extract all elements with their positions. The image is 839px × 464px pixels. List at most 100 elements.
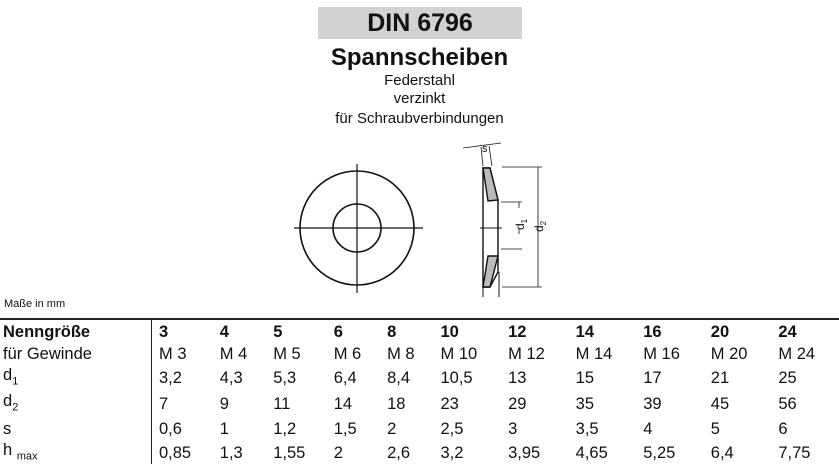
row-label: d2 bbox=[0, 391, 152, 418]
table-cell: 7 bbox=[159, 395, 169, 414]
table-cell: 25 bbox=[778, 369, 797, 388]
table-cell: 2,5 bbox=[440, 419, 464, 438]
table-cell: 8,4 bbox=[387, 369, 411, 388]
table-cell: M 3 bbox=[159, 345, 187, 363]
washer-drawing: s d1 d2 bbox=[294, 142, 548, 297]
table-cell: 2,6 bbox=[387, 443, 411, 462]
table-cell: 3,2 bbox=[159, 369, 182, 388]
table-cell: 14 bbox=[575, 322, 594, 341]
row-label-text: für Gewinde bbox=[3, 345, 92, 363]
material-line: Federstahl bbox=[384, 72, 455, 89]
table-cell: M 16 bbox=[643, 345, 680, 363]
row-label: für Gewinde bbox=[0, 343, 152, 365]
finish-line: verzinkt bbox=[393, 90, 446, 107]
usage-line: für Schraubverbindungen bbox=[335, 110, 504, 127]
row-label-text: d bbox=[3, 366, 13, 384]
table-cell: 4 bbox=[643, 419, 653, 438]
table-cell: 8 bbox=[387, 322, 397, 341]
table-cell: 3,2 bbox=[440, 443, 464, 462]
table-cell: 1,3 bbox=[219, 443, 243, 462]
table-cell: 1,2 bbox=[273, 419, 297, 438]
table-cell: 11 bbox=[273, 395, 291, 414]
table-cell: 3 bbox=[159, 322, 169, 341]
product-title: Spannscheiben bbox=[330, 44, 509, 71]
washer-side-view bbox=[462, 142, 542, 297]
table-cell: 3 bbox=[508, 419, 518, 438]
table-cell: 2 bbox=[333, 443, 343, 462]
table-cell: 20 bbox=[710, 322, 730, 341]
table-cell: 6,4 bbox=[710, 443, 734, 462]
table-cell: 17 bbox=[643, 369, 662, 388]
row-label-subscript: max bbox=[16, 449, 38, 462]
table-cell: 3,5 bbox=[575, 419, 599, 438]
thickness-label-s: s bbox=[482, 143, 488, 155]
units-note: Maße in mm bbox=[4, 298, 66, 310]
washer-front-view bbox=[294, 164, 423, 293]
table-row: s 0,6 1 1,2 1,5 2 2,5 3 3,5 4 5 6 bbox=[0, 417, 839, 440]
table-cell: 29 bbox=[508, 395, 527, 414]
table-cell: 10 bbox=[440, 322, 459, 341]
row-label-subscript: 2 bbox=[12, 401, 19, 414]
table-cell: 2 bbox=[387, 419, 397, 438]
table-cell: 14 bbox=[333, 395, 353, 414]
table-cell: M 12 bbox=[508, 345, 545, 363]
table-cell: 21 bbox=[710, 369, 730, 388]
table-cell: M 6 bbox=[333, 345, 362, 363]
table-cell: 6 bbox=[778, 419, 788, 438]
table-cell: 23 bbox=[440, 395, 459, 414]
table-cell: 15 bbox=[575, 369, 594, 388]
row-label-text: h bbox=[3, 440, 17, 459]
table-cell: 5 bbox=[273, 322, 283, 341]
row-label-subscript: 1 bbox=[12, 375, 19, 388]
table-cell: 13 bbox=[508, 369, 527, 388]
table-cell: 1,55 bbox=[273, 443, 306, 462]
table-cell: M 10 bbox=[440, 345, 478, 363]
table-cell: 4,65 bbox=[575, 443, 608, 462]
table-cell: M 8 bbox=[387, 345, 415, 363]
table-row: Nenngröße 3 4 5 6 8 10 12 14 16 20 24 bbox=[0, 319, 839, 343]
standard-number: DIN 6796 bbox=[318, 7, 522, 39]
table-cell: 18 bbox=[387, 395, 406, 414]
table-cell: 9 bbox=[219, 395, 229, 414]
table-cell: 4,3 bbox=[219, 369, 243, 388]
row-label: Nenngröße bbox=[0, 319, 152, 343]
table-cell: 6 bbox=[333, 322, 343, 341]
outer-diameter-label: d2 bbox=[532, 220, 548, 232]
table-row: d1 3,2 4,3 5,3 6,4 8,4 10,5 13 15 17 21 25 bbox=[0, 365, 839, 392]
table-cell: 45 bbox=[710, 395, 730, 414]
row-label-text: Nenngröße bbox=[3, 322, 91, 341]
table-cell: 6,4 bbox=[333, 369, 357, 388]
table-row: für Gewinde M 3 M 4 M 5 M 6 M 8 M 10 M 12 M 14 M … bbox=[0, 343, 839, 365]
table-cell: M 4 bbox=[219, 345, 248, 363]
table-cell: M 5 bbox=[273, 345, 301, 363]
table-cell: 5,25 bbox=[643, 443, 676, 462]
inner-diameter-label: d1 bbox=[513, 218, 529, 230]
row-label: s bbox=[0, 417, 152, 440]
table-cell: 5 bbox=[710, 419, 720, 438]
table-cell: 0,85 bbox=[159, 443, 192, 462]
table-cell: 0,6 bbox=[159, 419, 182, 438]
table-cell: M 20 bbox=[710, 345, 748, 363]
table-cell: 5,3 bbox=[273, 369, 297, 388]
table-cell: 4 bbox=[219, 322, 229, 341]
row-label-text: d bbox=[3, 392, 13, 411]
table-cell: M 24 bbox=[778, 345, 816, 363]
row-label-text: s bbox=[3, 419, 12, 438]
table-cell: 10,5 bbox=[440, 369, 473, 388]
row-label: d1 bbox=[0, 365, 152, 392]
table-row: h max 0,85 1,3 1,55 2 2,6 3,2 3,95 4,65 5,25 6,4 7,… bbox=[0, 439, 839, 464]
row-label: h max bbox=[0, 439, 152, 464]
table-cell: 1 bbox=[219, 419, 229, 438]
table-cell: M 14 bbox=[575, 345, 613, 363]
table-cell: 7,75 bbox=[778, 443, 811, 462]
table-cell: 12 bbox=[508, 322, 527, 341]
table-cell: 24 bbox=[778, 322, 797, 341]
table-cell: 16 bbox=[643, 322, 662, 341]
table-cell: 35 bbox=[575, 395, 594, 414]
table-cell: 3,95 bbox=[508, 443, 541, 462]
table-cell: 39 bbox=[643, 395, 662, 414]
table-cell: 1,5 bbox=[333, 419, 357, 438]
